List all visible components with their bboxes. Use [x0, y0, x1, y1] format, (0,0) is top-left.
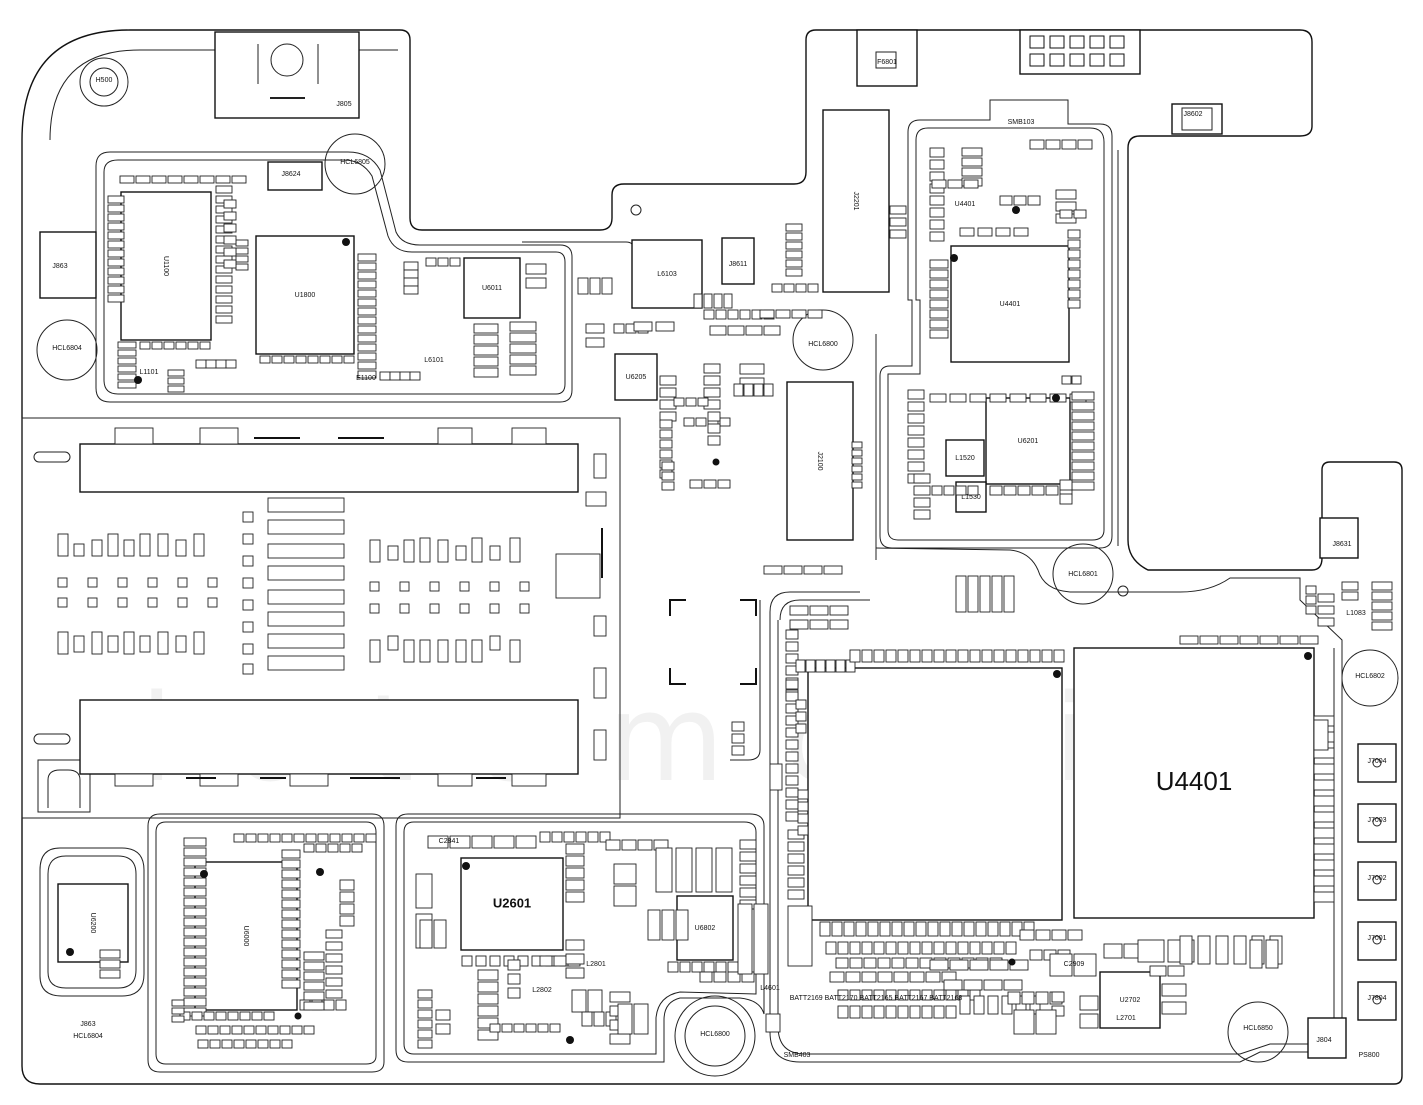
chip-label-u6205: U6205 [626, 374, 647, 381]
label-j7804: J7804 [1367, 995, 1386, 1002]
label-j863-left: J863 [52, 263, 67, 270]
chip-label-u4401-top: U4401 [1000, 301, 1021, 308]
mounting-holes [36, 57, 1399, 1077]
label-j7004: J7004 [1367, 758, 1386, 765]
label-hcl6804-bottom: HCL6804 [73, 1033, 103, 1040]
label-j8611: J8611 [729, 261, 748, 268]
chip-u2702: U2702 [1099, 971, 1161, 1029]
label-hcl6804-top: HCL6804 [52, 345, 82, 352]
label-c2841: C2841 [439, 838, 460, 845]
label-smb103: SMB103 [1008, 119, 1035, 126]
label-j8602: J8602 [1183, 111, 1202, 118]
chip-label-j2100: J2100 [816, 451, 823, 470]
chip-l1520: L1520 [945, 439, 985, 477]
label-hcl6801: HCL6801 [1068, 571, 1098, 578]
passive-components [99, 139, 1393, 1049]
label-batt: BATT2169 BATT2170 BATT2165 BATT2167 BATT… [790, 995, 963, 1002]
chip-label-u1800: U1800 [295, 292, 316, 299]
label-hcl6800-bottom: HCL6800 [700, 1031, 730, 1038]
label-j805: J805 [336, 101, 351, 108]
chip-u6205: U6205 [614, 353, 658, 401]
label-l4601: L4601 [760, 985, 780, 992]
chip-label-u2601: U2601 [493, 895, 531, 910]
chip-l6103: L6103 [631, 239, 703, 309]
chip-label-l1520: L1520 [955, 455, 975, 462]
pin1-markers [66, 206, 1312, 1044]
chip-label-l6103: L6103 [657, 271, 677, 278]
chip-u4401-top: U4401 [950, 245, 1070, 363]
chip-label-u6802: U6802 [695, 925, 716, 932]
label-l2801: L2801 [586, 961, 606, 968]
chip-label-u6201: U6201 [1018, 438, 1039, 445]
label-f6801: F6801 [877, 59, 897, 66]
chip-label-u4401-main: U4401 [1156, 766, 1233, 796]
chip-label-j2201: J2201 [852, 191, 859, 210]
label-j7001: J7001 [1367, 935, 1386, 942]
label-e1100: E1100 [356, 375, 376, 382]
chip-layer: U1100U1800U6011L6103U6205J2201J2100U4401… [57, 109, 1315, 1029]
label-u4401-small: U4401 [955, 201, 976, 208]
chip-cpu [807, 667, 1063, 921]
label-l6101: L6101 [424, 357, 444, 364]
label-hcl6850: HCL6850 [1243, 1025, 1273, 1032]
label-l1083: L1083 [1346, 610, 1366, 617]
chip-label-u6000: U6000 [242, 926, 249, 947]
chip-u6011: U6011 [463, 257, 521, 319]
chip-label-u1100: U1100 [162, 256, 169, 276]
chip-label-l1530: L1530 [961, 494, 981, 501]
chip-j2201: J2201 [822, 109, 890, 293]
label-hcl6802: HCL6802 [1355, 673, 1385, 680]
chip-u6000: U6000 [194, 861, 298, 1011]
chip-label-u6011: U6011 [482, 285, 502, 292]
label-j804: J804 [1316, 1037, 1331, 1044]
label-l2701: L2701 [1116, 1015, 1136, 1022]
chip-u1100: U1100 [120, 191, 212, 341]
connectors [37, 29, 1397, 1059]
label-c2909: C2909 [1064, 961, 1085, 968]
label-j7003: J7003 [1367, 817, 1386, 824]
chip-u1800: U1800 [255, 235, 355, 355]
label-hcl6805: HCL6805 [340, 159, 370, 166]
chip-u6201: U6201 [985, 397, 1071, 485]
label-ps800: PS800 [1358, 1052, 1379, 1059]
label-l2802: L2802 [532, 987, 552, 994]
label-smb403: SMB403 [784, 1052, 811, 1059]
label-l1101: L1101 [140, 369, 159, 376]
chip-label-u6200: U6200 [89, 913, 96, 934]
label-h500: H500 [96, 77, 113, 84]
label-j7002: J7002 [1367, 875, 1386, 882]
label-j8624: J8624 [281, 171, 300, 178]
label-j863-bottom: J863 [80, 1021, 95, 1028]
label-hcl6800-top: HCL6800 [808, 341, 838, 348]
chip-u4401-main: U4401 [1073, 647, 1315, 919]
chip-label-u2702: U2702 [1120, 997, 1141, 1004]
socket-area [33, 427, 757, 787]
chip-u2601: U2601 [460, 857, 564, 951]
chip-j2100: J2100 [786, 381, 854, 541]
label-j8631: J8631 [1332, 541, 1351, 548]
